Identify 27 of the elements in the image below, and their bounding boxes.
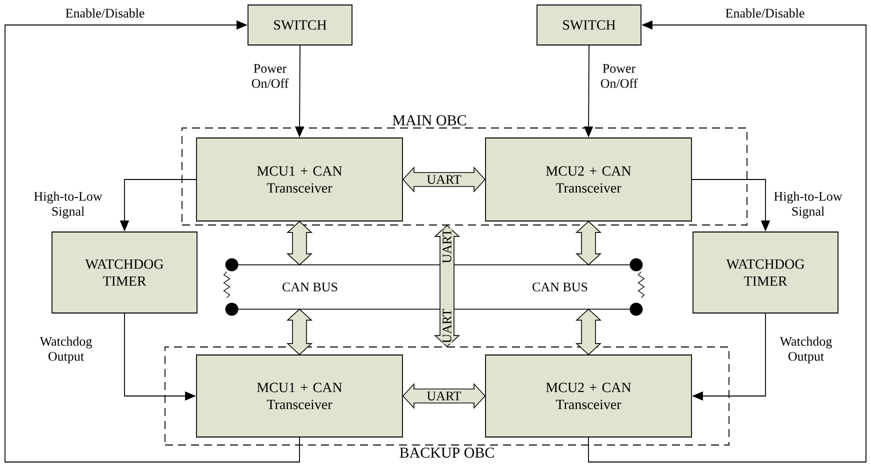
process-box: SWITCH bbox=[248, 4, 352, 46]
process-box: MCU1 + CAN Transceiver bbox=[196, 138, 403, 222]
arrow bbox=[4, 20, 300, 462]
arrow-text: UART bbox=[442, 308, 452, 344]
bus-label: CAN BUS bbox=[282, 282, 338, 292]
process-box: MCU2 + CAN Transceiver bbox=[485, 138, 692, 222]
process-box: MCU1 + CAN Transceiver bbox=[196, 354, 403, 438]
process-box: WATCHDOG TIMER bbox=[52, 232, 198, 314]
block-arrow bbox=[286, 308, 313, 356]
process-box: MCU2 + CAN Transceiver bbox=[485, 354, 692, 438]
edge-label: Watchdog Output bbox=[780, 336, 832, 364]
group-title: MAIN OBC bbox=[392, 115, 466, 126]
process-box: SWITCH bbox=[536, 4, 642, 46]
edge-label: Enable/Disable bbox=[66, 8, 144, 18]
edge-label: UART bbox=[426, 391, 462, 401]
edge-label: Power On/Off bbox=[600, 64, 638, 88]
group-title: BACKUP OBC bbox=[400, 448, 494, 458]
process-box: WATCHDOG TIMER bbox=[692, 232, 838, 314]
edge-label: Power On/Off bbox=[252, 64, 289, 88]
edge-label: Watchdog Output bbox=[40, 336, 92, 364]
edge-label: Enable/Disable bbox=[726, 8, 804, 18]
bus-label: CAN BUS bbox=[532, 282, 588, 292]
edge-label: High-to-Low Signal bbox=[774, 192, 842, 218]
edge-label: High-to-Low Signal bbox=[34, 192, 102, 218]
block-arrow bbox=[575, 308, 602, 356]
edge-label: UART bbox=[442, 228, 452, 264]
edge-label: UART bbox=[426, 174, 462, 184]
